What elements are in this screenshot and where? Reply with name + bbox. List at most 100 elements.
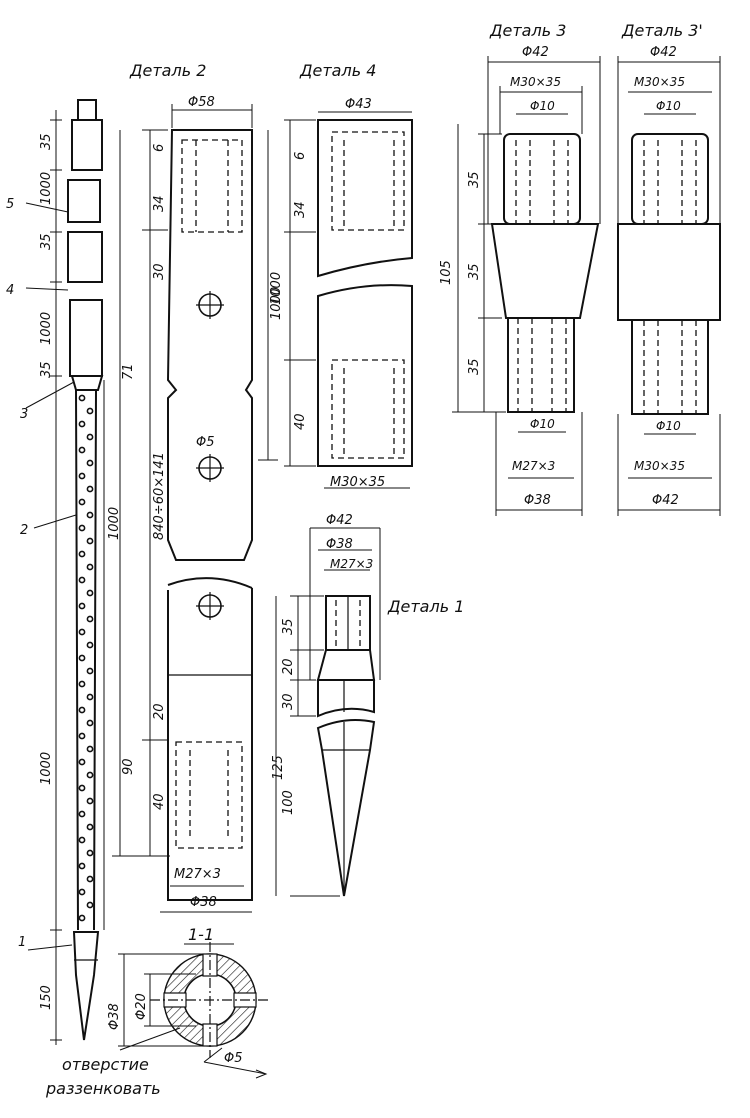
perforation-hole [78,732,86,740]
detail-3-outer-dia: Φ42 [522,45,549,60]
perforation-hole [78,420,86,428]
note: отверстие раззенковать [45,1027,181,1098]
detail-2-top-dia: Φ58 [188,95,215,110]
section-outer-dia: Φ38 [107,1003,122,1030]
perforation-hole [78,550,86,558]
perforation-hole [78,472,86,480]
asm-dim-4: 1000 [39,312,54,345]
perforation-hole [78,862,86,870]
perforation-hole [86,667,94,675]
perforation-hole [78,628,86,636]
rod-tip [77,99,97,121]
asm-dim-1: 35 [39,133,54,150]
detail-4-texts: Φ43 M30×35 6 34 40 1000 [269,97,385,490]
detail-4-title: Деталь 4 [299,61,376,80]
detail-3-dim-3: 35 [467,358,482,375]
part-label-3: 3 [20,407,28,422]
detail-3-bottom-dia: Φ38 [524,493,551,508]
detail-3-dim-1: 35 [467,171,482,188]
note-line-1: отверстие [62,1055,149,1074]
detail-2-dim-6: 1000 [269,287,284,320]
detail-3b-outer-dia: Φ42 [650,45,677,60]
perforation-hole [78,602,86,610]
detail-1-texts: Φ42 Φ38 M27×3 35 20 30 100 [281,513,373,815]
detail-3-thread-bottom: M27×3 [512,459,555,473]
detail-3-thread-top: M30×35 [510,75,561,89]
detail-3-view: Деталь 3 [452,21,601,516]
detail-4-dim-4: 1000 [269,272,284,305]
detail-4-dim-1: 6 [293,152,308,160]
detail-4-thread: M30×35 [330,475,385,490]
detail-1-dim-4: 100 [281,790,296,815]
perforation-hole [86,589,94,597]
detail-3b-texts: Φ42 M30×35 Φ10 Φ10 M30×35 Φ42 [634,45,685,508]
asm-dim-8: 150 [39,985,54,1010]
detail-3b-inner-top: Φ10 [656,99,681,113]
part-labels: 1 2 3 4 5 [6,197,77,951]
perforation-hole [78,888,86,896]
detail-2-dim-4: 71 [121,363,136,380]
note-line-2: раззенковать [45,1079,161,1098]
perforation-hole [86,485,94,493]
asm-dim-3: 35 [39,233,54,250]
perforation-hole [86,771,94,779]
detail-3b-inner-bottom: Φ10 [656,419,681,433]
perforation-hole [78,654,86,662]
detail-2-bottom-dia: Φ38 [190,895,217,910]
detail-3b-thread-bottom: M30×35 [634,459,685,473]
detail-2-dim-2: 34 [152,195,167,212]
perforation-hole [78,524,86,532]
tube-perforations [78,394,94,922]
perforation-hole [78,394,86,402]
perforation-hole [86,459,94,467]
perforation-hole [78,498,86,506]
perforation-hole [78,810,86,818]
assembly-dim-texts: 35 1000 35 1000 35 1000 1000 150 [39,133,122,1010]
perforation-hole [86,537,94,545]
detail-2-hole-dia: Φ5 [196,435,215,450]
detail-3-inner-bottom: Φ10 [530,417,555,431]
detail-2-dim-3: 30 [152,263,167,280]
perforation-hole [86,797,94,805]
perforation-hole [78,706,86,714]
asm-dim-2: 1000 [39,172,54,205]
perforation-hole [86,615,94,623]
detail-3b-thread-top: M30×35 [634,75,685,89]
section-texts: Φ38 Φ20 Φ5 [107,993,243,1066]
perforation-hole [86,693,94,701]
detail-3-texts: Φ42 M30×35 Φ10 Φ10 M27×3 Φ38 35 35 35 10… [439,45,561,508]
detail-2-dim-10: 125 [271,755,286,780]
perforation-hole [86,719,94,727]
perforation-hole [78,446,86,454]
detail-2-title: Деталь 2 [129,61,206,80]
assembly-view [67,99,104,1041]
detail-3b-bottom-dia: Φ42 [652,493,679,508]
detail-3b-view: Деталь 3' [617,21,721,516]
perforation-hole [78,914,86,922]
detail-3-dim-4: 105 [439,260,454,285]
perforation-hole [86,823,94,831]
section-1-1-view: 1-1 [118,925,270,1079]
part-label-5: 5 [6,197,14,212]
asm-dim-5: 35 [39,361,54,378]
detail-1-title: Деталь 1 [387,597,464,616]
asm-dim-6: 1000 [107,507,122,540]
perforation-hole [78,758,86,766]
perforation-hole [78,680,86,688]
detail-1-thread: M27×3 [330,557,373,571]
part-label-1: 1 [18,935,26,950]
detail-1-dim-2: 20 [281,658,296,675]
perforation-hole [86,641,94,649]
part-label-2: 2 [20,523,28,538]
section-inner-dia: Φ20 [134,993,149,1020]
detail-2-dim-9: 90 [121,758,136,775]
detail-1-view: Деталь 1 [275,527,464,897]
detail-1-outer-dia: Φ42 [326,513,353,528]
detail-2-texts: Φ58 M27×3 Φ38 Φ5 6 34 30 71 840÷60×141 1… [121,95,286,910]
detail-4-view: Деталь 4 [284,61,413,489]
perforation-hole [86,511,94,519]
detail-1-dim-3: 30 [281,693,296,710]
detail-3-dim-2: 35 [467,263,482,280]
perforation-hole [86,901,94,909]
section-hole-dia: Φ5 [224,1051,243,1066]
